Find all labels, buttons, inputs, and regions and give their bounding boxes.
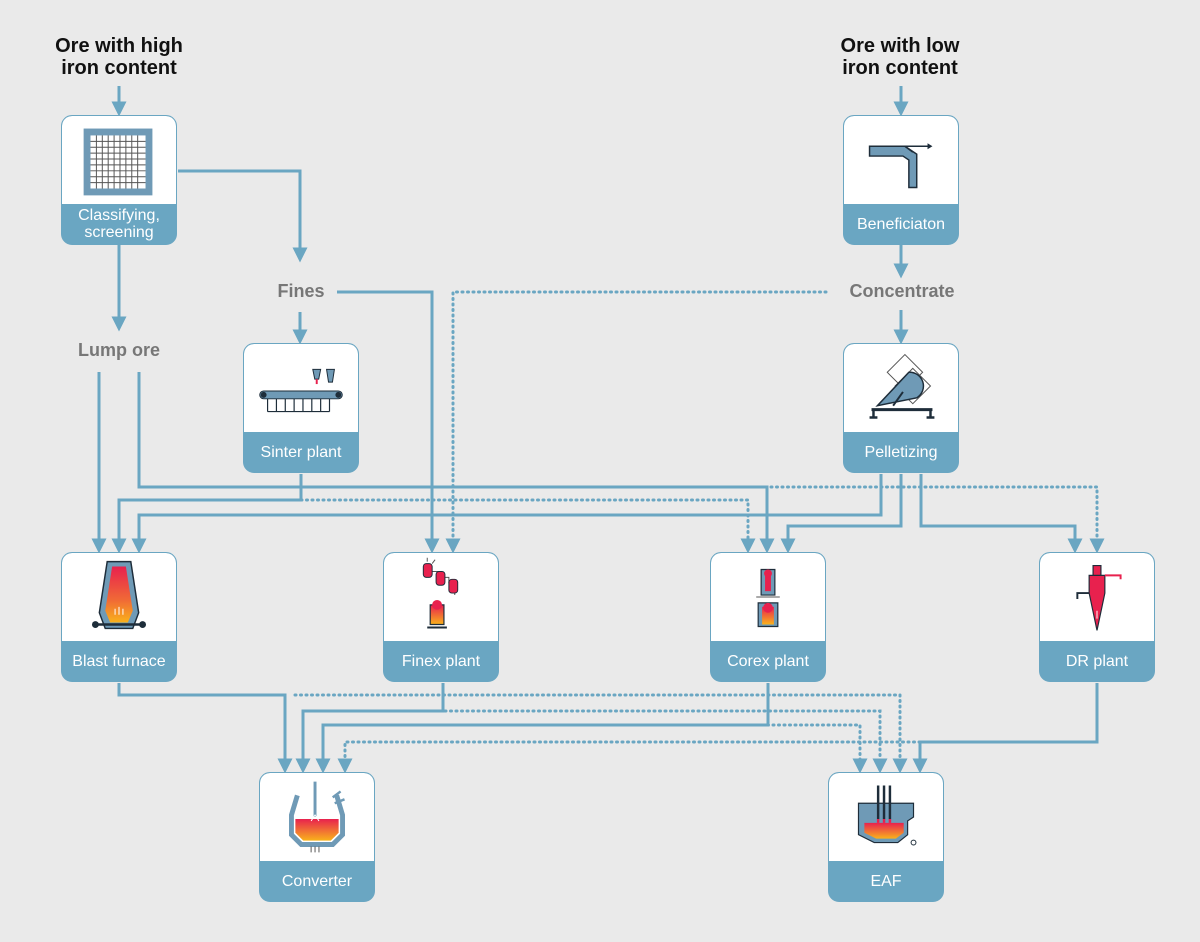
label-lump-ore: Lump ore xyxy=(77,340,160,360)
icon-panel xyxy=(829,773,943,861)
flow-dr-to-eaf xyxy=(912,683,1099,774)
beneficiation-caption: Beneficiaton xyxy=(856,215,946,233)
caption: Classifying, screening xyxy=(62,204,176,244)
source-low-iron-ore: Ore with low iron content xyxy=(800,35,1000,79)
flow-pellet-to-blast xyxy=(131,474,883,554)
screen-grid-icon xyxy=(83,128,153,196)
node-eaf[interactable]: EAF xyxy=(828,772,944,902)
corex-caption: Corex plant xyxy=(727,652,809,670)
node-converter[interactable]: Converter xyxy=(259,772,375,902)
flow-converter-to-eaf-a xyxy=(293,693,908,774)
flow-blast-to-converter xyxy=(117,683,293,774)
flow-pellet-to-dr-dotted xyxy=(769,485,1105,554)
node-corex-plant[interactable]: Corex plant xyxy=(710,552,826,682)
blast-furnace-icon xyxy=(91,560,147,630)
flow-corex-to-converter xyxy=(315,683,770,774)
node-sinter-plant[interactable]: Sinter plant xyxy=(243,343,359,473)
flow-sinter-to-blast xyxy=(111,474,303,554)
flow-classifying-to-fines xyxy=(178,169,308,263)
converter-vessel-icon xyxy=(288,781,346,853)
flow-pellet-to-dr xyxy=(919,474,1083,554)
icon-panel xyxy=(384,553,498,641)
dr-shaft-icon xyxy=(1076,564,1122,631)
node-beneficiation[interactable]: Beneficiaton xyxy=(843,115,959,245)
icon-panel xyxy=(711,553,825,641)
corex-shaft-icon xyxy=(756,568,780,628)
flow-pellet-to-corex xyxy=(780,474,903,554)
finex-caption: Finex plant xyxy=(401,652,481,670)
node-classifying-screening[interactable]: Classifying, screening xyxy=(61,115,177,245)
classifying-caption-line2: screening xyxy=(84,224,154,241)
sinter-caption: Sinter plant xyxy=(260,443,342,461)
flow-sinter-to-corex xyxy=(299,498,756,554)
finex-reactors-icon xyxy=(422,557,459,629)
icon-panel xyxy=(62,116,176,204)
converter-caption: Converter xyxy=(281,872,353,890)
source-high-line2: iron content xyxy=(61,57,177,79)
pelletizing-caption: Pelletizing xyxy=(864,443,938,461)
icon-panel xyxy=(62,553,176,641)
pelletizing-disc-icon xyxy=(869,353,935,419)
flow-converter-to-eaf-c xyxy=(331,723,868,774)
flow-concentrate-to-finex xyxy=(445,290,828,554)
node-pelletizing[interactable]: Pelletizing xyxy=(843,343,959,473)
label-concentrate: Concentrate xyxy=(849,281,955,301)
eaf-caption: EAF xyxy=(870,872,902,890)
node-dr-plant[interactable]: DR plant xyxy=(1039,552,1155,682)
source-low-line1: Ore with low xyxy=(840,35,960,57)
chute-icon xyxy=(868,143,933,189)
icon-panel xyxy=(1040,553,1154,641)
node-blast-furnace[interactable]: Blast furnace xyxy=(61,552,177,682)
icon-panel xyxy=(844,344,958,432)
source-low-line2: iron content xyxy=(842,57,958,79)
icon-panel xyxy=(844,116,958,204)
sinter-conveyor-icon xyxy=(259,368,343,413)
classifying-caption-line1: Classifying, xyxy=(78,207,160,224)
flow-converter-to-eaf-b xyxy=(311,709,888,774)
source-high-iron-ore: Ore with high iron content xyxy=(19,35,219,79)
flow-fines-to-finex xyxy=(337,290,440,554)
label-fines: Fines xyxy=(277,281,325,301)
icon-panel xyxy=(260,773,374,861)
icon-panel xyxy=(244,344,358,432)
blast-furnace-caption: Blast furnace xyxy=(72,652,166,670)
source-high-line1: Ore with high xyxy=(55,35,183,57)
node-finex-plant[interactable]: Finex plant xyxy=(383,552,499,682)
electric-arc-furnace-icon xyxy=(857,785,917,846)
dr-caption: DR plant xyxy=(1065,652,1129,670)
flow-eaf-to-converter xyxy=(337,740,922,774)
